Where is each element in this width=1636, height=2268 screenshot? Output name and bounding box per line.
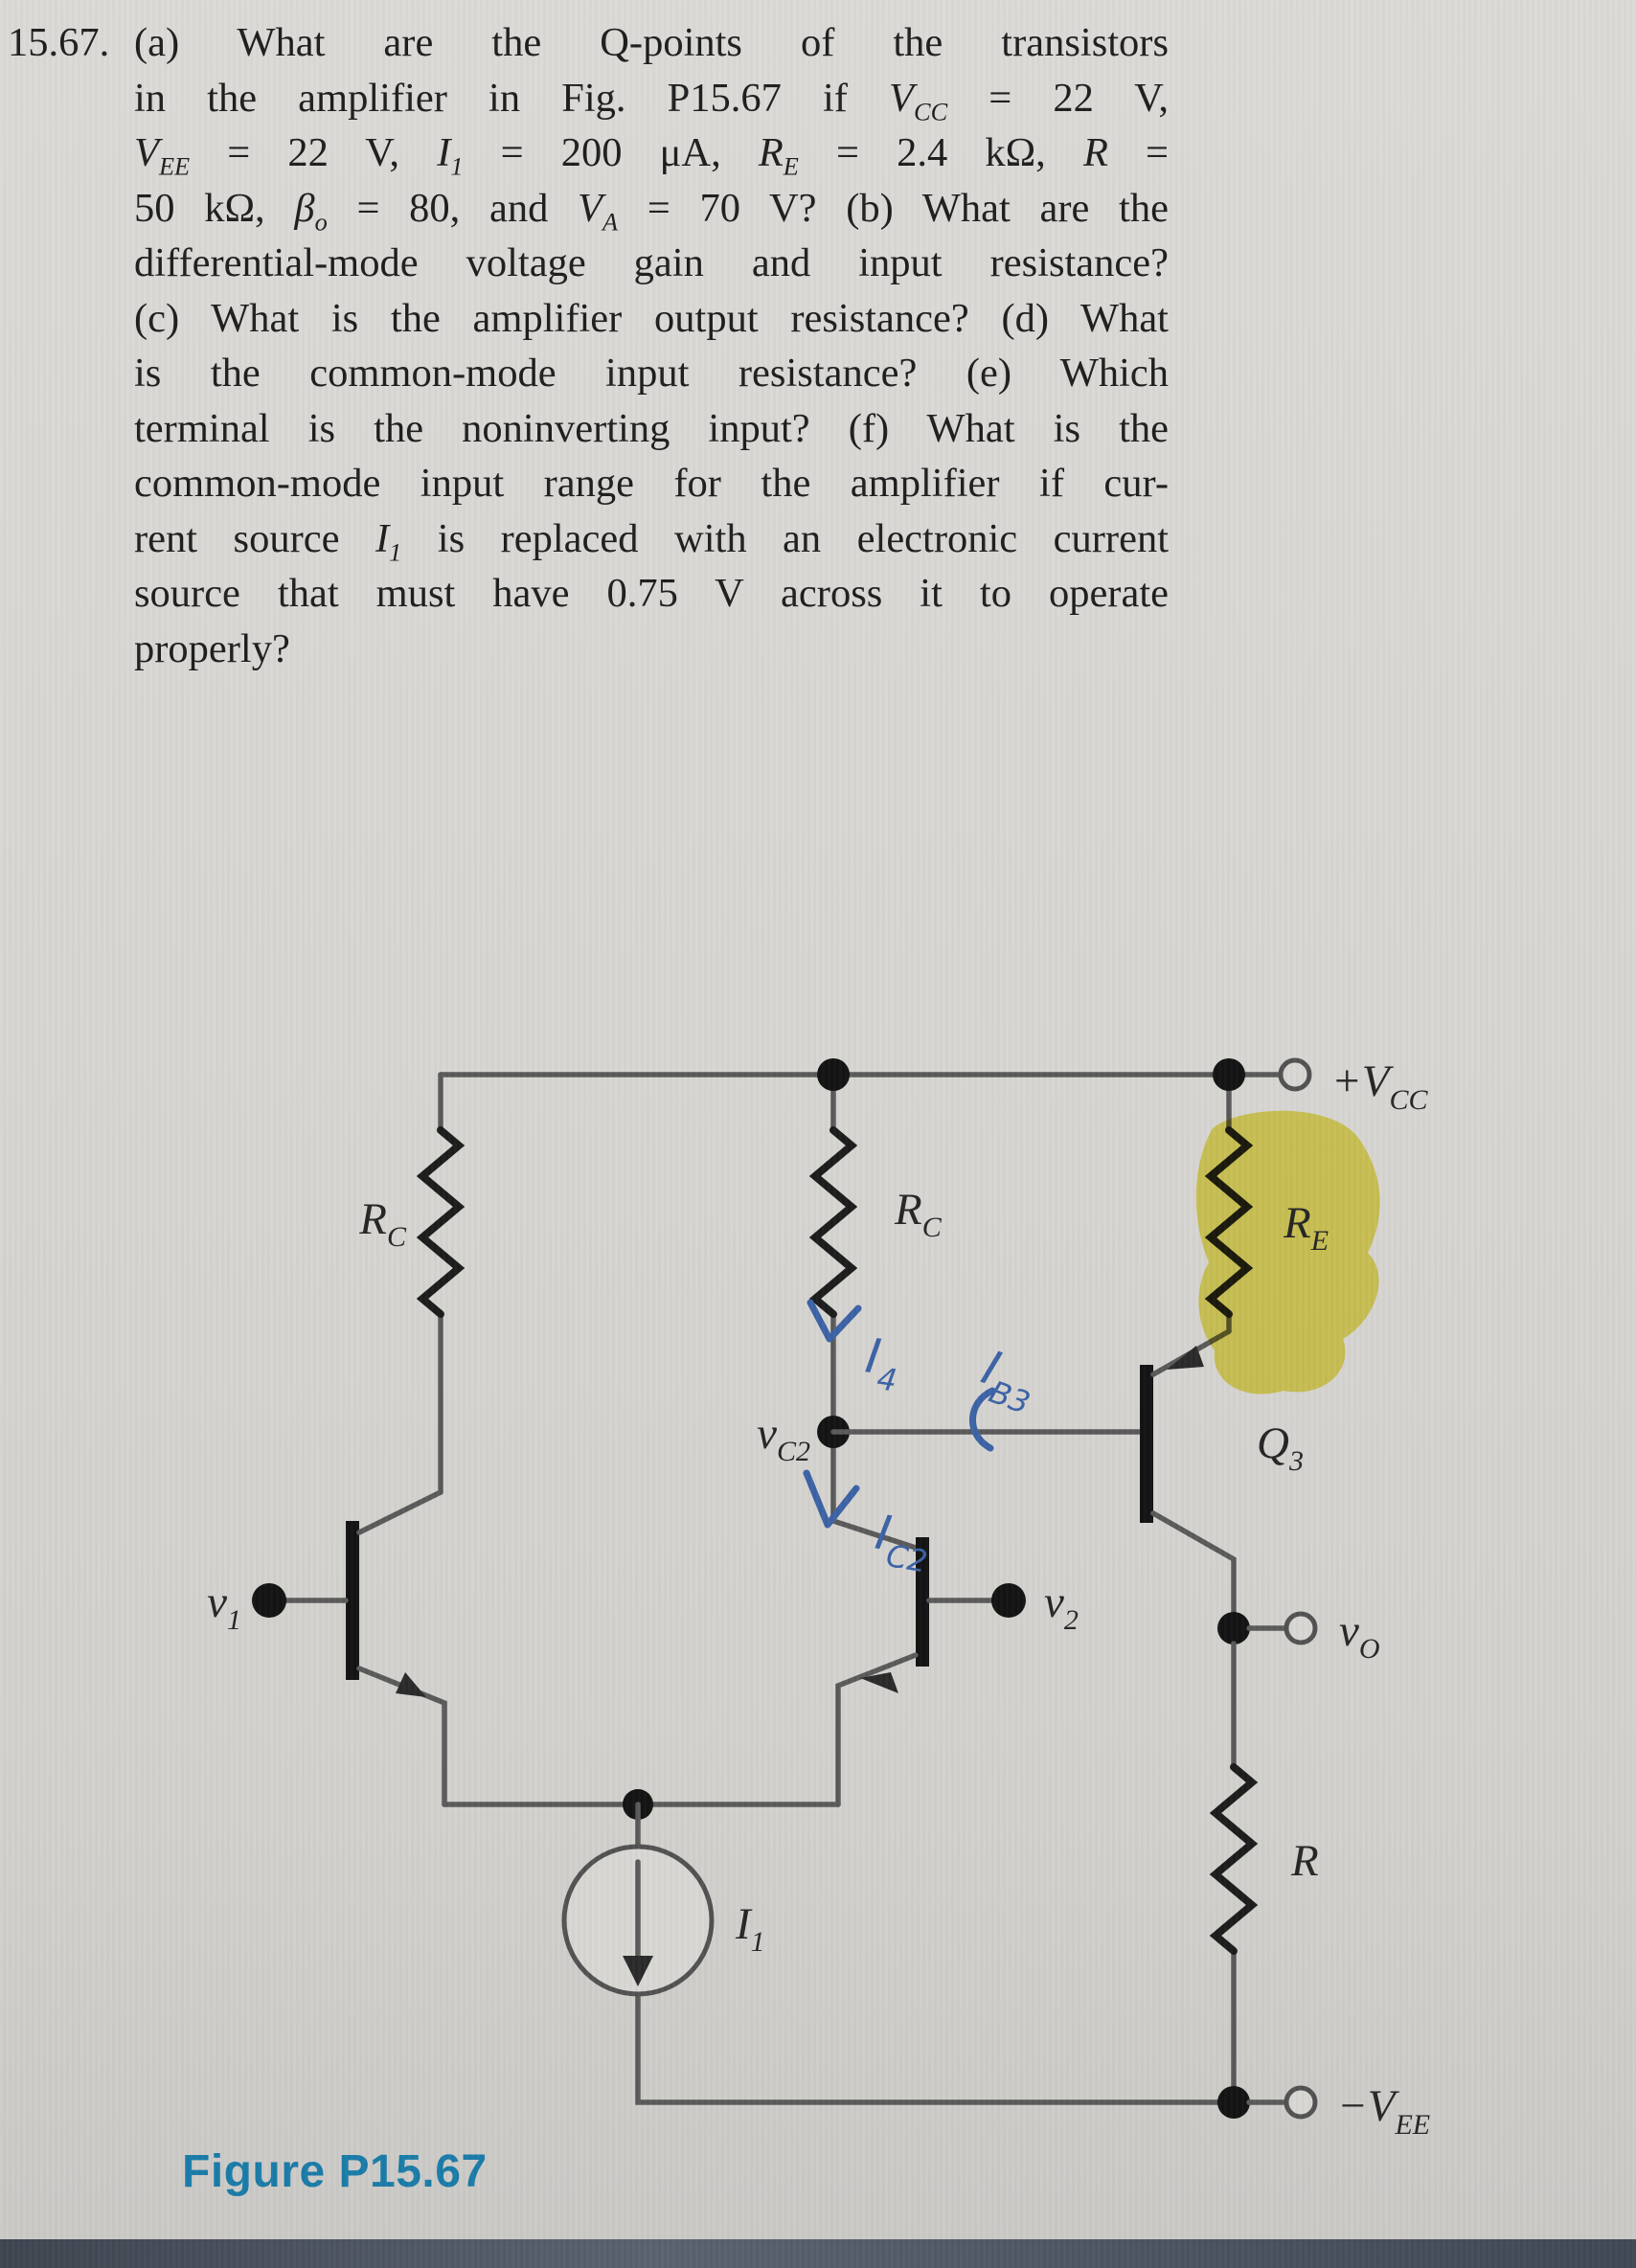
problem-line: VEE = 22 V, I1 = 200 μA, RE = 2.4 kΩ, R … bbox=[134, 130, 1169, 181]
vcc-node-dot bbox=[1213, 1058, 1245, 1091]
problem-line: terminal is the noninverting input? (f) … bbox=[134, 405, 1169, 451]
q2-bar bbox=[916, 1537, 929, 1667]
highlight-re bbox=[1195, 1110, 1380, 1395]
q1-emitter-arrow-icon bbox=[396, 1672, 426, 1697]
q1-bar bbox=[346, 1521, 359, 1680]
problem-line: in the amplifier in Fig. P15.67 if VCC =… bbox=[134, 75, 1170, 125]
v1-terminal-dot bbox=[252, 1583, 286, 1618]
vo-terminal bbox=[1284, 1611, 1318, 1645]
q3-emitter-arrow-icon bbox=[1167, 1346, 1204, 1370]
photo-bottom-bar bbox=[0, 2239, 1636, 2268]
v2-terminal-dot bbox=[991, 1583, 1026, 1618]
r-label: R bbox=[1290, 1836, 1319, 1886]
resistor-rc-left bbox=[416, 1126, 466, 1318]
annotation-i4: I4 bbox=[807, 1299, 904, 1399]
vcc-label: +VCC bbox=[1331, 1056, 1428, 1116]
problem-line: is the common-mode input resistance? (e)… bbox=[134, 351, 1169, 396]
problem-line: source that must have 0.75 V across it t… bbox=[134, 571, 1169, 616]
i4-text: I4 bbox=[861, 1327, 904, 1398]
resistor-rc-mid bbox=[808, 1126, 858, 1318]
q1-emitter-wire bbox=[356, 1666, 447, 1807]
q3-label: Q3 bbox=[1257, 1418, 1304, 1477]
figure-caption: Figure P15.67 bbox=[182, 2146, 488, 2197]
q2-emitter-wire bbox=[835, 1652, 919, 1807]
vcc-terminal bbox=[1278, 1057, 1312, 1092]
vee-label: −VEE bbox=[1337, 2081, 1430, 2141]
resistor-r bbox=[1209, 1763, 1259, 1955]
circuit-diagram: RC RC +VCC v1 v2 I1 bbox=[207, 1056, 1430, 2141]
rc-left-label: RC bbox=[358, 1194, 407, 1253]
q2-collector-wire bbox=[830, 1429, 919, 1551]
problem-line: common-mode input range for the amplifie… bbox=[134, 461, 1169, 506]
bottom-rail-wire bbox=[635, 1991, 1237, 2105]
vee-node-dot bbox=[1217, 2086, 1250, 2119]
problem-line: properly? bbox=[134, 625, 290, 671]
problem-line: (c) What is the amplifier output resista… bbox=[134, 295, 1169, 341]
v2-label: v2 bbox=[1044, 1577, 1079, 1636]
rc-mid-label: RC bbox=[894, 1185, 943, 1243]
annotation-ic2: IC2 bbox=[803, 1469, 930, 1580]
q3-collector-wire bbox=[1150, 1510, 1237, 1616]
v1-label: v1 bbox=[207, 1577, 241, 1636]
problem-statement: 15.67. (a) What are the Q-points of the … bbox=[8, 15, 1169, 676]
top-rail-node-dot bbox=[817, 1058, 850, 1091]
vo-node-dot bbox=[1217, 1612, 1250, 1644]
re-label: RE bbox=[1283, 1198, 1329, 1257]
vee-terminal bbox=[1284, 2085, 1318, 2120]
q1-collector-wire bbox=[356, 1489, 443, 1535]
ib3-text: IB3 bbox=[971, 1340, 1046, 1421]
vc2-label: vC2 bbox=[757, 1409, 810, 1467]
problem-line: 50 kΩ, βo = 80, and VA = 70 V? (b) What … bbox=[134, 185, 1169, 236]
i4-arrow-icon bbox=[807, 1299, 862, 1343]
problem-number: 15.67. bbox=[8, 20, 110, 65]
q2-emitter-arrow-icon bbox=[860, 1672, 898, 1693]
problem-line: differential-mode voltage gain and input… bbox=[134, 240, 1169, 285]
problem-lines: (a) What are the Q-points of the transis… bbox=[134, 15, 1169, 676]
ib3-arrow-icon bbox=[969, 1387, 996, 1452]
ic2-arrow-icon bbox=[803, 1469, 860, 1529]
vo-label: vO bbox=[1339, 1606, 1380, 1665]
i1-label: I1 bbox=[735, 1899, 765, 1958]
problem-line: (a) What are the Q-points of the transis… bbox=[134, 20, 1169, 65]
q3-bar bbox=[1140, 1365, 1153, 1523]
problem-line: rent source I1 is replaced with an elect… bbox=[134, 515, 1169, 566]
current-source-arrow-icon bbox=[623, 1956, 653, 1986]
